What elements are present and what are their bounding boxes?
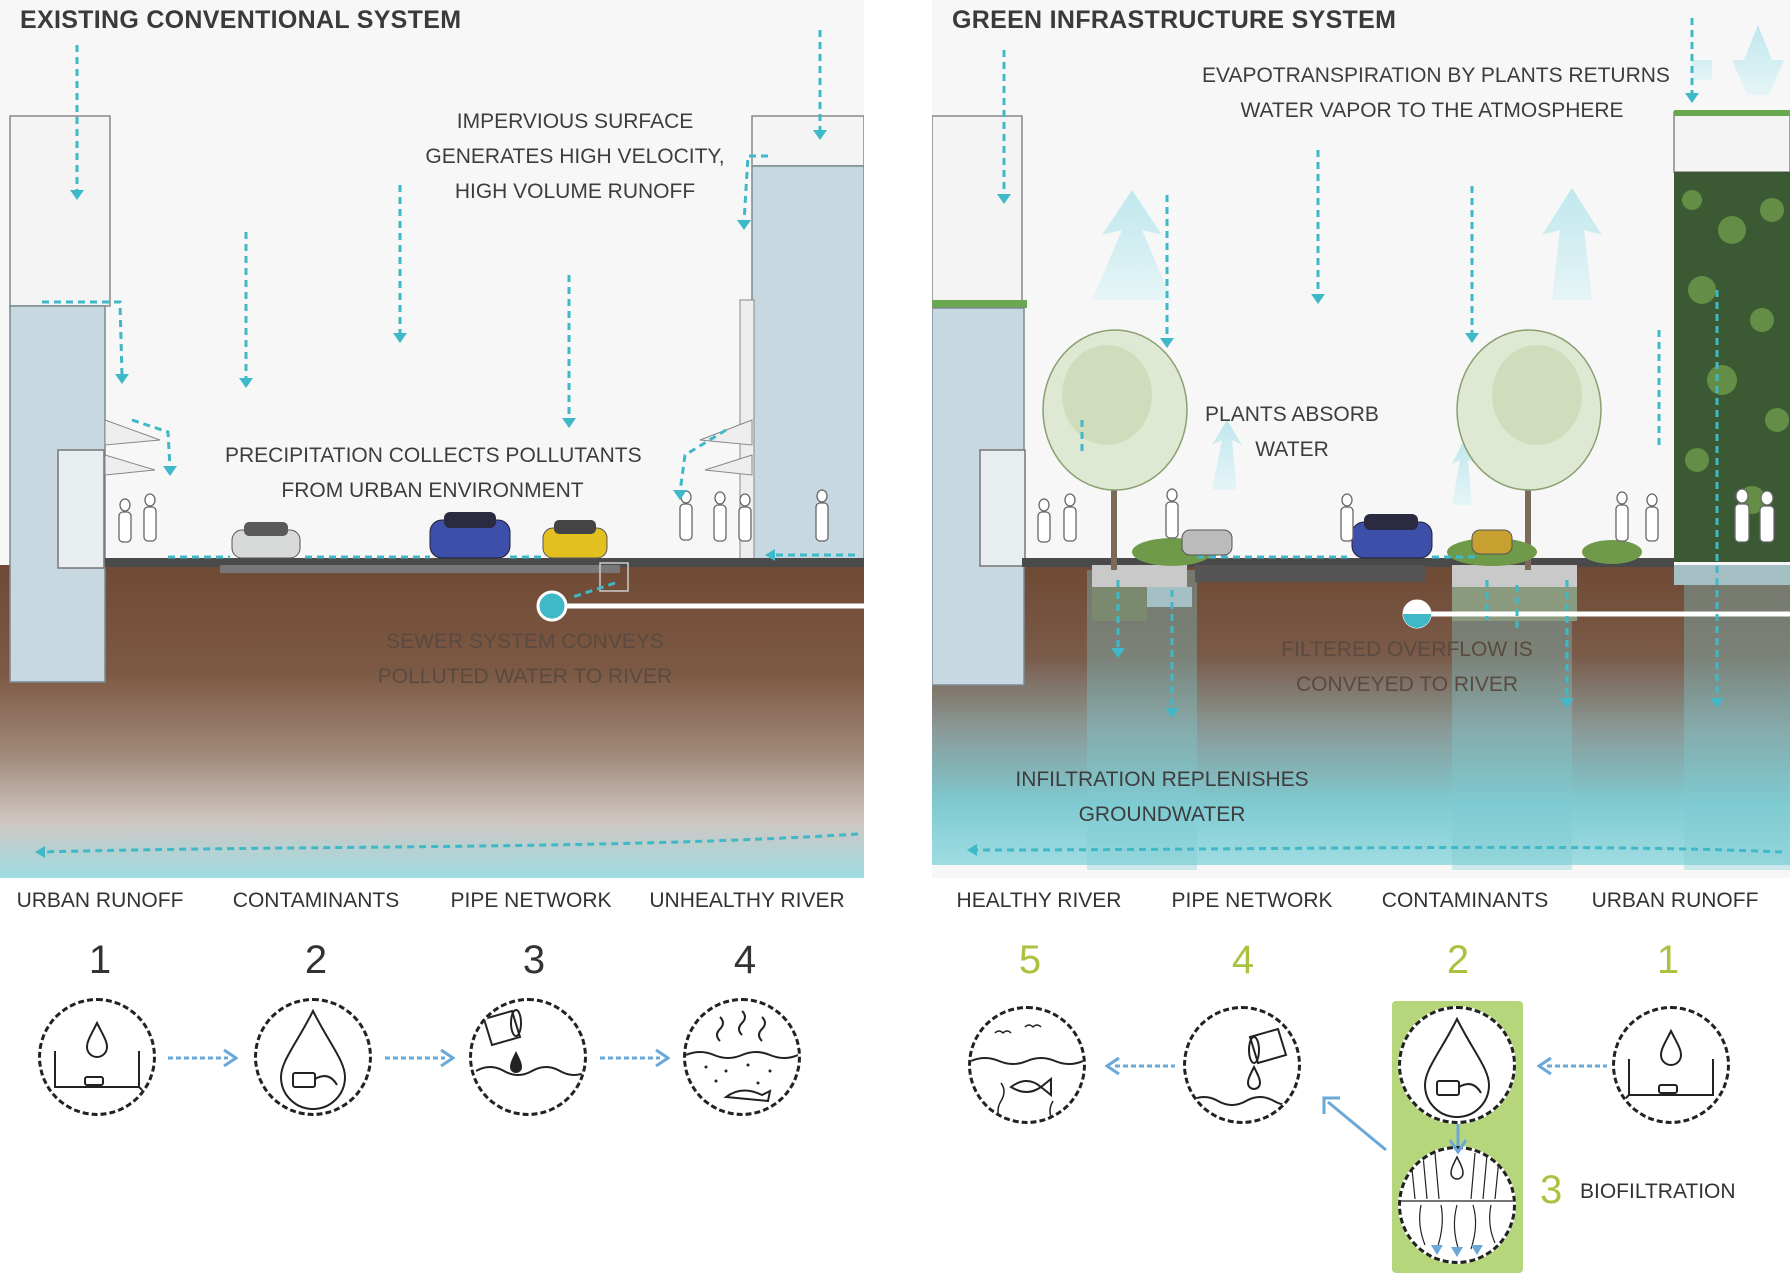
step-label: CONTAMINANTS <box>232 889 400 912</box>
contaminants-icon <box>254 998 372 1116</box>
step-number: 2 <box>304 938 328 982</box>
unhealthy-river-icon <box>683 998 801 1116</box>
step-number: 2 <box>1446 938 1470 982</box>
step-label: PIPE NETWORK <box>450 889 612 912</box>
step-number: 3 <box>1540 1168 1563 1212</box>
panel-title: EXISTING CONVENTIONAL SYSTEM <box>20 6 462 34</box>
plants-absorb-note: PLANTS ABSORB WATER <box>1205 403 1379 461</box>
flow-arrow-right <box>600 1048 670 1068</box>
flow-arrow-up-left <box>1322 1096 1387 1152</box>
pipe-network-icon <box>1183 1006 1301 1124</box>
evapotranspiration-note: EVAPOTRANSPIRATION BY PLANTS RETURNS WAT… <box>1202 64 1670 122</box>
flow-arrow-down <box>1448 1124 1468 1154</box>
infiltration-note: INFILTRATION REPLENISHES GROUNDWATER <box>1015 768 1309 826</box>
flow-arrow-right <box>385 1048 455 1068</box>
step-label: URBAN RUNOFF <box>16 889 184 912</box>
urban-runoff-icon <box>1612 1006 1730 1124</box>
conventional-section-drawing <box>0 0 864 878</box>
step-label: URBAN RUNOFF <box>1591 889 1759 912</box>
impervious-surface-note: IMPERVIOUS SURFACE GENERATES HIGH VELOCI… <box>425 110 725 203</box>
step-number: 1 <box>1656 938 1680 982</box>
step-number: 4 <box>733 938 757 982</box>
pipe-network-icon <box>469 998 587 1116</box>
green-infrastructure-panel: GREEN INFRASTRUCTURE SYSTEM EVAPOTRANSPI… <box>932 0 1790 878</box>
biofiltration-icon <box>1398 1146 1516 1264</box>
healthy-river-icon <box>968 1006 1086 1124</box>
sewer-system-note: SEWER SYSTEM CONVEYS POLLUTED WATER TO R… <box>377 630 673 688</box>
step-number: 1 <box>88 938 112 982</box>
filtered-overflow-note: FILTERED OVERFLOW IS CONVEYED TO RIVER <box>1281 638 1533 696</box>
conventional-system-panel: EXISTING CONVENTIONAL SYSTEM IMPERVIOUS … <box>0 0 864 878</box>
step-number: 5 <box>1018 938 1042 982</box>
urban-runoff-icon <box>38 998 156 1116</box>
step-label: CONTAMINANTS <box>1381 889 1549 912</box>
step-label: UNHEALTHY RIVER <box>649 889 845 912</box>
flow-arrow-right <box>168 1048 238 1068</box>
precipitation-note: PRECIPITATION COLLECTS POLLUTANTS FROM U… <box>225 444 642 502</box>
contaminants-icon <box>1398 1006 1516 1124</box>
panel-title: GREEN INFRASTRUCTURE SYSTEM <box>952 6 1397 34</box>
biofiltration-label: BIOFILTRATION <box>1580 1180 1736 1203</box>
step-label: PIPE NETWORK <box>1171 889 1333 912</box>
step-label: HEALTHY RIVER <box>956 889 1122 912</box>
step-number: 4 <box>1231 938 1255 982</box>
flow-arrow-left <box>1105 1056 1175 1076</box>
green-section-drawing <box>932 0 1790 878</box>
flow-arrow-left <box>1537 1056 1607 1076</box>
step-number: 3 <box>522 938 546 982</box>
